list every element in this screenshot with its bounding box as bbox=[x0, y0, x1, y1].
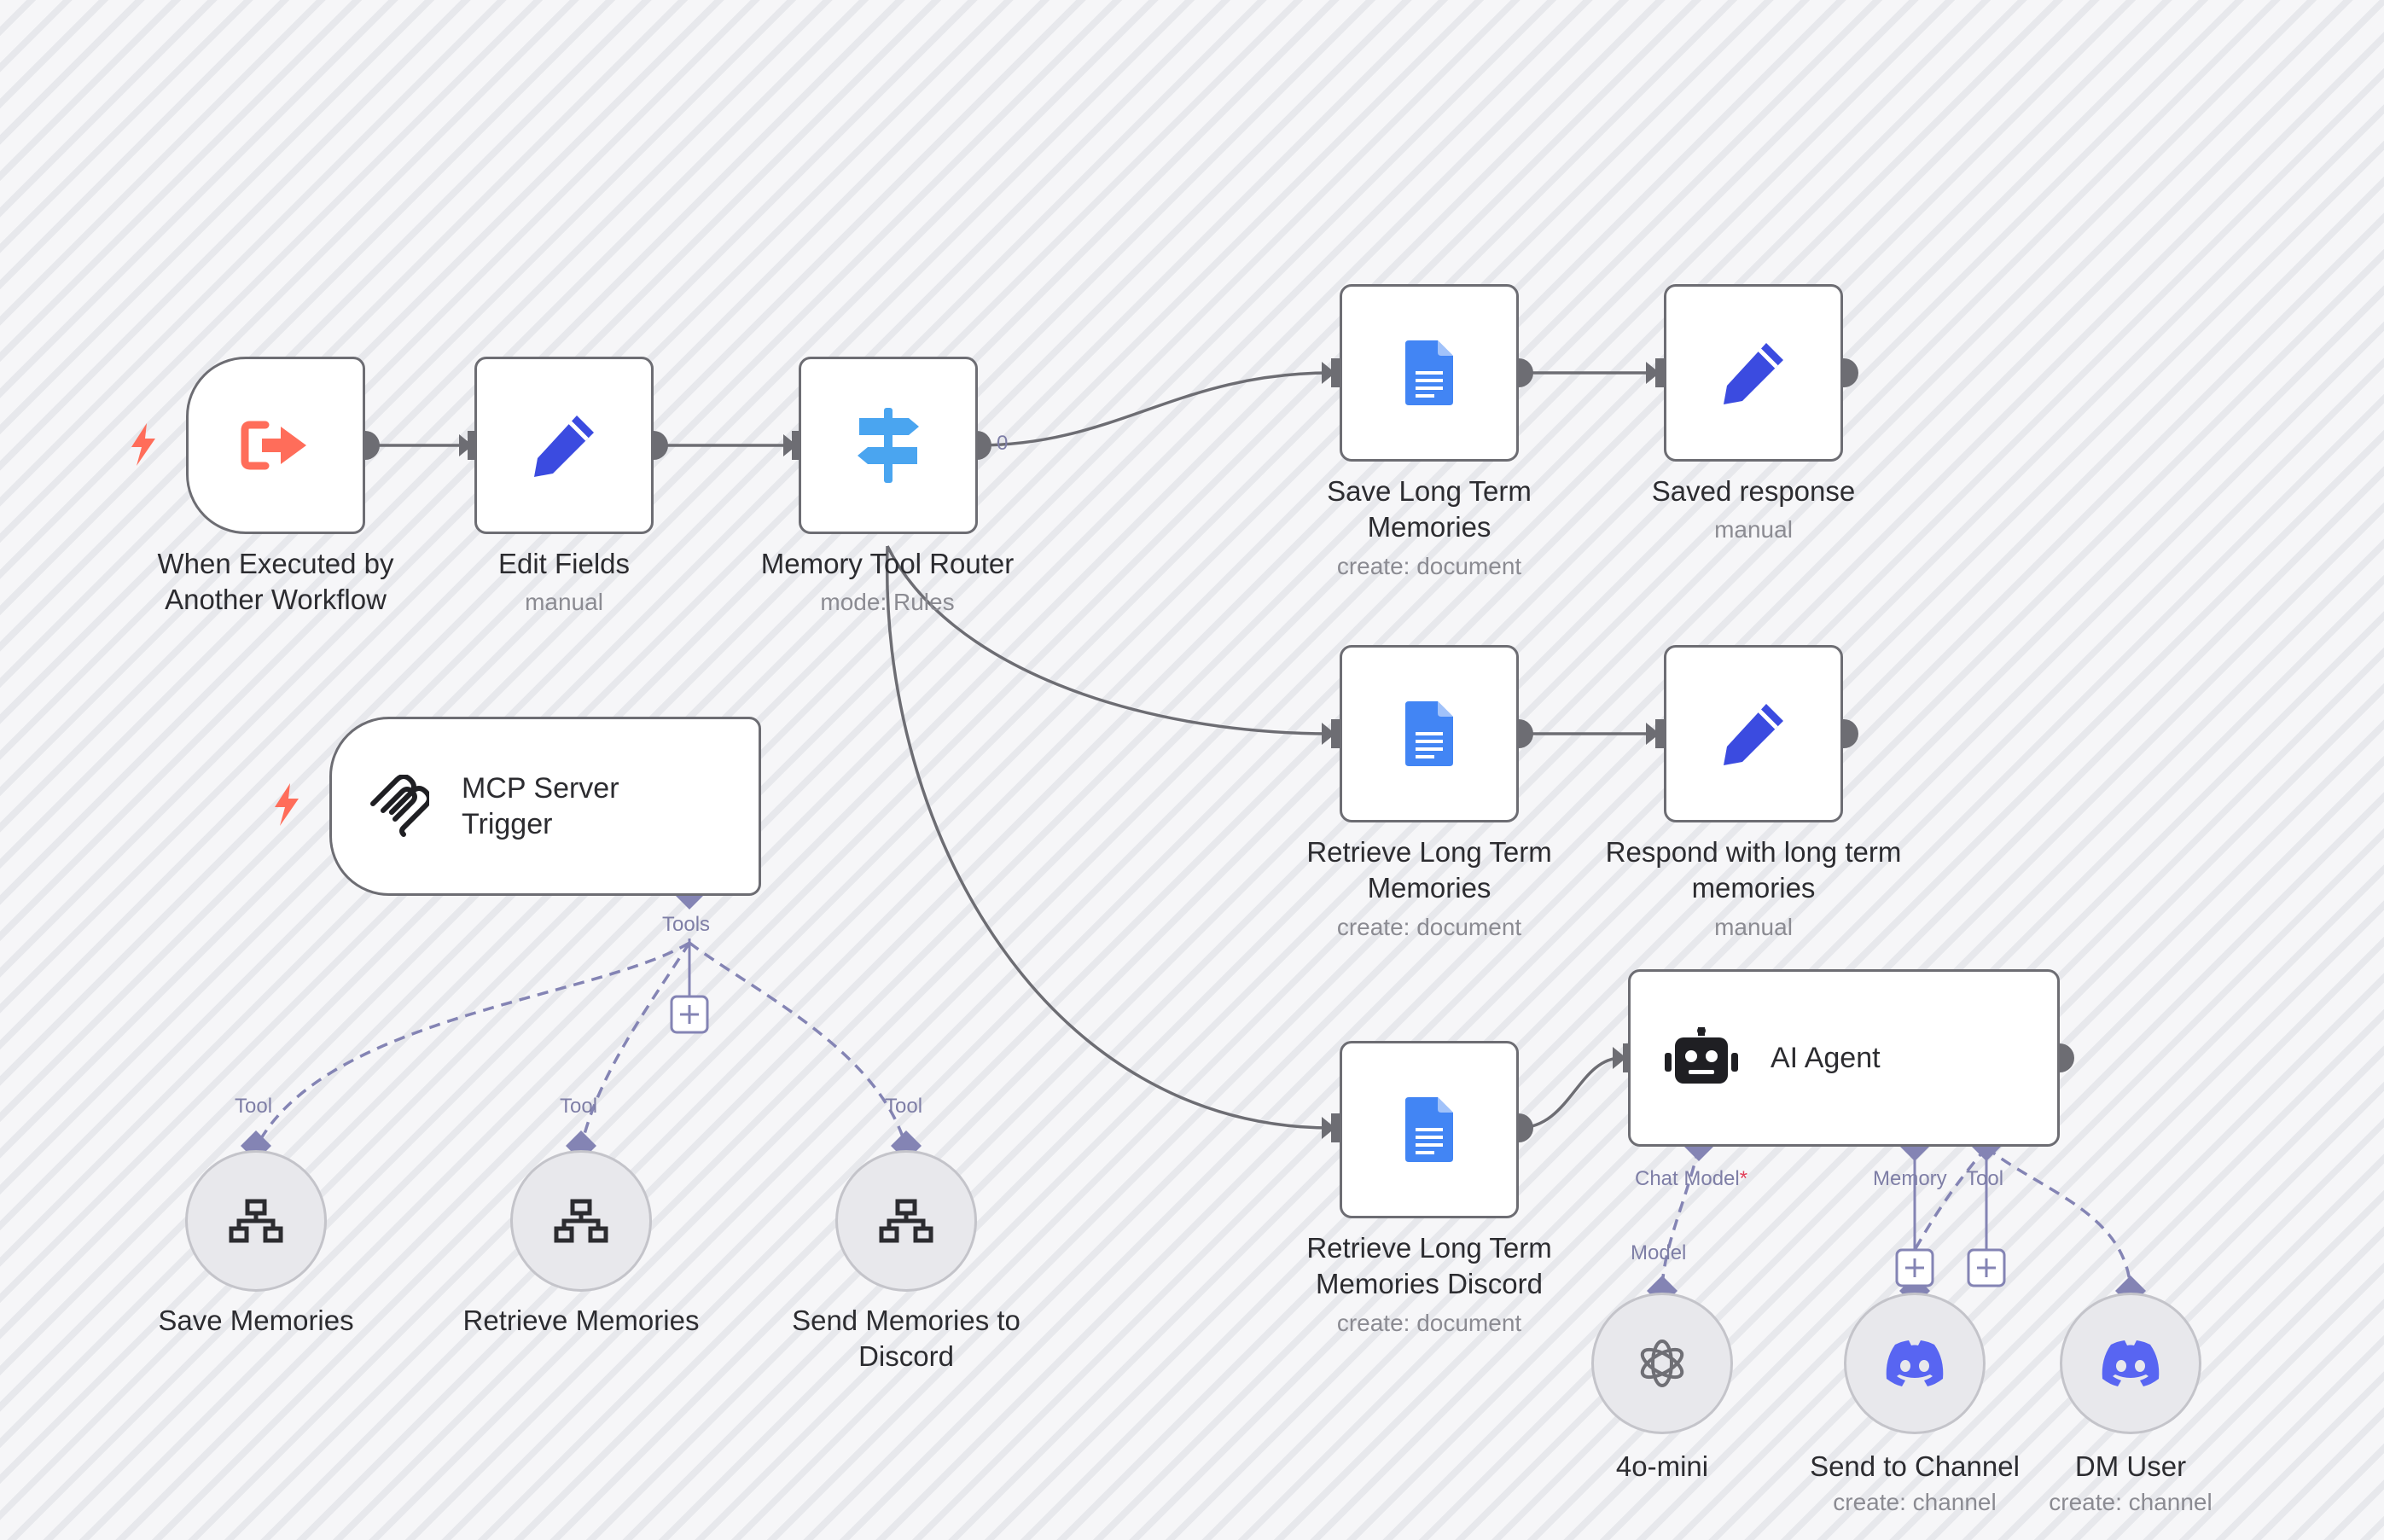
port-label-tool: Tool bbox=[560, 1095, 598, 1118]
google-docs-icon bbox=[1405, 340, 1453, 405]
node-label: Retrieve Memories bbox=[462, 1305, 700, 1336]
sitemap-icon bbox=[229, 1199, 283, 1243]
edge-router-save bbox=[976, 371, 1332, 447]
node-memory-tool-router[interactable] bbox=[799, 357, 978, 534]
node-label: Send to Channel bbox=[1810, 1450, 2020, 1482]
node-dm-user[interactable] bbox=[2060, 1293, 2201, 1434]
google-docs-icon bbox=[1405, 701, 1453, 766]
node-label: AI Agent bbox=[1771, 1042, 1881, 1074]
edge-discord-agent bbox=[1518, 1056, 1622, 1130]
node-label: 4o-mini bbox=[1615, 1450, 1709, 1482]
node-subtitle: mode: Rules bbox=[820, 589, 955, 615]
node-label: Save Memories bbox=[158, 1305, 354, 1336]
node-respond-long-term-memories[interactable] bbox=[1664, 645, 1843, 822]
node-4o-mini[interactable] bbox=[1591, 1293, 1733, 1434]
node-subtitle: create: document bbox=[1336, 553, 1522, 579]
discord-icon bbox=[1885, 1340, 1945, 1386]
node-label: Edit Fields bbox=[497, 548, 631, 579]
openai-icon bbox=[1632, 1334, 1692, 1393]
node-subtitle: manual bbox=[1714, 914, 1793, 940]
node-edit-fields[interactable] bbox=[474, 357, 654, 534]
node-send-memories-discord[interactable] bbox=[835, 1150, 977, 1292]
node-subtitle: manual bbox=[525, 589, 603, 615]
node-label: DM User bbox=[2074, 1450, 2187, 1482]
node-subtitle: create: document bbox=[1336, 914, 1522, 940]
node-subtitle: create: channel bbox=[1833, 1489, 1997, 1515]
sitemap-icon bbox=[554, 1199, 608, 1243]
port-label-tool: Tool bbox=[885, 1095, 923, 1118]
port-label-chat-model: Chat Model* bbox=[1635, 1167, 1748, 1190]
discord-icon bbox=[2101, 1340, 2160, 1386]
node-saved-response[interactable] bbox=[1664, 284, 1843, 462]
node-subtitle: manual bbox=[1714, 516, 1793, 543]
node-retrieve-memories-discord[interactable] bbox=[1340, 1041, 1519, 1218]
mcp-icon bbox=[366, 775, 429, 838]
edge-router-retrieve bbox=[886, 545, 1332, 735]
node-retrieve-long-term-memories[interactable] bbox=[1340, 645, 1519, 822]
node-save-memories[interactable] bbox=[185, 1150, 327, 1292]
node-label: Saved response bbox=[1651, 475, 1856, 507]
signpost-icon bbox=[852, 406, 924, 485]
robot-icon bbox=[1665, 1027, 1738, 1089]
port-label-model: Model bbox=[1631, 1241, 1687, 1264]
lightning-bolt-icon bbox=[128, 423, 159, 470]
port-label-tool: Tool bbox=[235, 1095, 273, 1118]
sitemap-icon bbox=[879, 1199, 933, 1243]
node-send-to-channel[interactable] bbox=[1844, 1293, 1986, 1434]
google-docs-icon bbox=[1405, 1097, 1453, 1162]
sign-out-icon bbox=[240, 418, 311, 473]
port-label-memory: Memory bbox=[1873, 1167, 1947, 1190]
node-ai-agent[interactable]: AI Agent bbox=[1628, 969, 2060, 1147]
node-retrieve-memories[interactable] bbox=[510, 1150, 652, 1292]
port-label-tools: Tools bbox=[662, 913, 711, 936]
output-index-label: 0 bbox=[997, 432, 1009, 455]
pencil-icon bbox=[1717, 697, 1790, 770]
pencil-icon bbox=[1717, 336, 1790, 410]
pencil-icon bbox=[527, 409, 601, 482]
node-label: Memory Tool Router bbox=[760, 548, 1015, 579]
node-when-executed[interactable] bbox=[186, 357, 365, 534]
lightning-bolt-icon bbox=[271, 783, 302, 830]
edge-router-discord bbox=[885, 545, 1332, 1130]
node-subtitle: create: document bbox=[1336, 1310, 1522, 1336]
node-save-long-term-memories[interactable] bbox=[1340, 284, 1519, 462]
port-label-tool: Tool bbox=[1966, 1167, 2004, 1190]
node-subtitle: create: channel bbox=[2049, 1489, 2212, 1515]
